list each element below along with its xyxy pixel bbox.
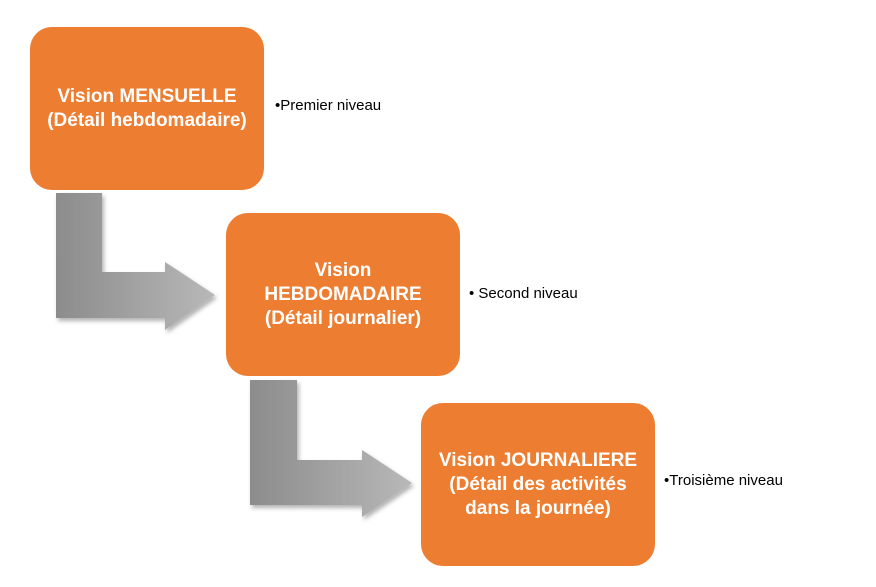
level-3-box: Vision JOURNALIERE (Détail des activités… — [421, 403, 655, 566]
bent-arrow-1 — [56, 193, 215, 330]
level-3-bullet: •Troisième niveau — [664, 472, 783, 489]
level-1-box: Vision MENSUELLE (Détail hebdomadaire) — [30, 27, 264, 190]
level-2-bullet: • Second niveau — [469, 285, 578, 302]
level-1-title: Vision MENSUELLE (Détail hebdomadaire) — [47, 85, 247, 131]
level-3-title: Vision JOURNALIERE (Détail des activités… — [438, 449, 638, 519]
level-1-bullet: •Premier niveau — [275, 97, 382, 114]
level-2-box: Vision HEBDOMADAIRE (Détail journalier) — [226, 213, 460, 376]
bent-arrow-2 — [250, 380, 412, 517]
level-2-title: Vision HEBDOMADAIRE (Détail journalier) — [264, 259, 422, 329]
